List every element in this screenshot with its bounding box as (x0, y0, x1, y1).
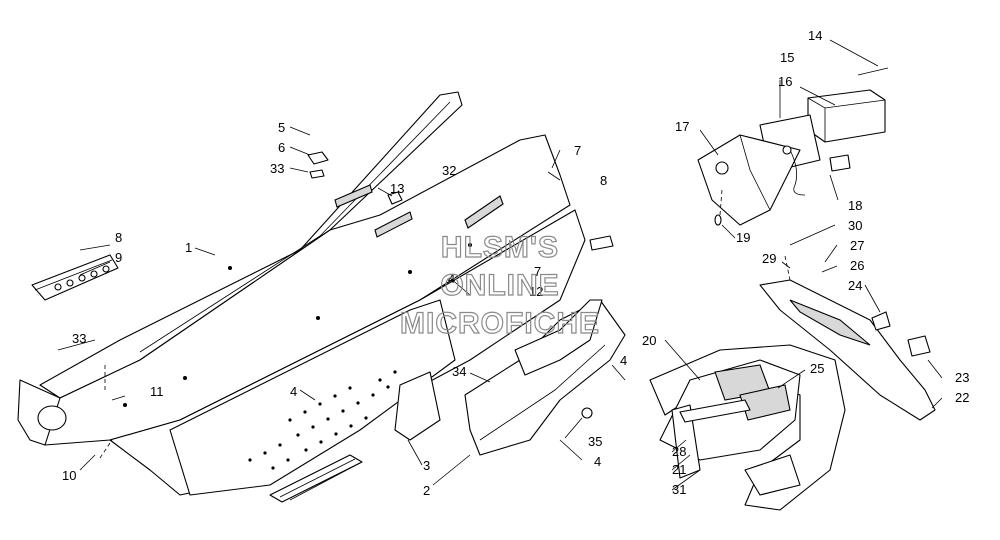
callout-21: 21 (672, 462, 686, 477)
connector-18 (829, 154, 851, 172)
tunnel-assembly (17, 91, 586, 503)
lens-15 (807, 89, 886, 143)
callout-7-lower: 7 (534, 264, 541, 279)
callout-31: 31 (672, 482, 686, 497)
bumper-step-right (744, 454, 801, 496)
callout-34: 34 (452, 364, 466, 379)
wire-harness (789, 149, 806, 196)
callout-32: 32 (442, 163, 456, 178)
callout-16: 16 (778, 74, 792, 89)
callout-17: 17 (675, 119, 689, 134)
watermark: HLSM'S ONLINE MICROFICHE (399, 230, 600, 340)
callout-11: 11 (150, 384, 164, 399)
tunnel-body (34, 134, 571, 446)
watermark-line-2: ONLINE (440, 269, 559, 302)
tunnel-nose-hole (37, 405, 67, 431)
callout-5: 5 (278, 120, 285, 135)
screw-14 (857, 67, 889, 76)
rail-crease (139, 101, 451, 353)
callout-12: 12 (529, 284, 543, 299)
nut-35 (581, 407, 593, 419)
callout-4-lower: 4 (594, 454, 601, 469)
bracket-3 (394, 371, 441, 441)
callout-1: 1 (185, 240, 192, 255)
callout-24: 24 (848, 278, 862, 293)
tunnel-vents (334, 184, 504, 238)
callout-33-left: 33 (72, 331, 86, 346)
callout-28: 28 (672, 444, 686, 459)
callout-2: 2 (423, 483, 430, 498)
callout-22: 22 (955, 390, 969, 405)
callout-6: 6 (278, 140, 285, 155)
flap-2-fold (479, 344, 606, 441)
callout-3: 3 (423, 458, 430, 473)
callout-14: 14 (808, 28, 822, 43)
screw-19 (714, 214, 722, 226)
tag-plate (589, 235, 614, 251)
callout-8-right: 8 (600, 173, 607, 188)
taillight-assembly (697, 67, 889, 226)
washer-33 (309, 169, 325, 179)
callout-18: 18 (848, 198, 862, 213)
watermark-line-1: HLSM'S (441, 231, 559, 264)
small-hardware (307, 151, 403, 205)
plate-6 (307, 151, 329, 165)
callout-8-left: 8 (115, 230, 122, 245)
callout-9: 9 (115, 250, 122, 265)
callout-13: 13 (390, 181, 404, 196)
panel-perforations (248, 370, 397, 470)
callout-7-upper: 7 (574, 143, 581, 158)
watermark-line-3: MICROFICHE (400, 307, 600, 340)
callout-4-flap: 4 (620, 353, 627, 368)
lens-15-edges (807, 97, 886, 142)
rear-bumper-assembly (649, 344, 846, 511)
taillight-bar-21 (679, 399, 751, 423)
callout-15: 15 (780, 50, 794, 65)
callout-35: 35 (588, 434, 602, 449)
callout-29: 29 (762, 251, 776, 266)
callout-labels: 1 2 3 4 4 4 4 5 6 7 7 8 8 9 10 11 12 13 … (62, 28, 969, 498)
callout-19: 19 (736, 230, 750, 245)
bumper-vent-right (739, 384, 791, 421)
snow-flaps (394, 299, 626, 456)
callout-20: 20 (642, 333, 656, 348)
callout-26: 26 (850, 258, 864, 273)
callout-10: 10 (62, 468, 76, 483)
nut-13 (387, 191, 403, 205)
bulb (782, 145, 792, 155)
callout-4-tunnel: 4 (448, 271, 455, 286)
socket (715, 161, 729, 175)
flap-22 (759, 279, 936, 421)
tag-23 (907, 335, 931, 357)
callout-27: 27 (850, 238, 864, 253)
callout-4-panel: 4 (290, 384, 297, 399)
callout-25: 25 (810, 361, 824, 376)
tunnel-rivets (123, 243, 472, 407)
callout-30: 30 (848, 218, 862, 233)
lower-rail-lines (279, 458, 361, 501)
tag-24 (871, 311, 891, 331)
flap-ribs (789, 299, 871, 346)
callout-23: 23 (955, 370, 969, 385)
flap-bracket (514, 299, 603, 376)
callout-33-top: 33 (270, 161, 284, 176)
leader-lines (57, 39, 943, 491)
rear-flap-assembly (589, 235, 936, 421)
perforated-bar-9 (31, 254, 119, 301)
housing-17-edge (739, 134, 771, 211)
